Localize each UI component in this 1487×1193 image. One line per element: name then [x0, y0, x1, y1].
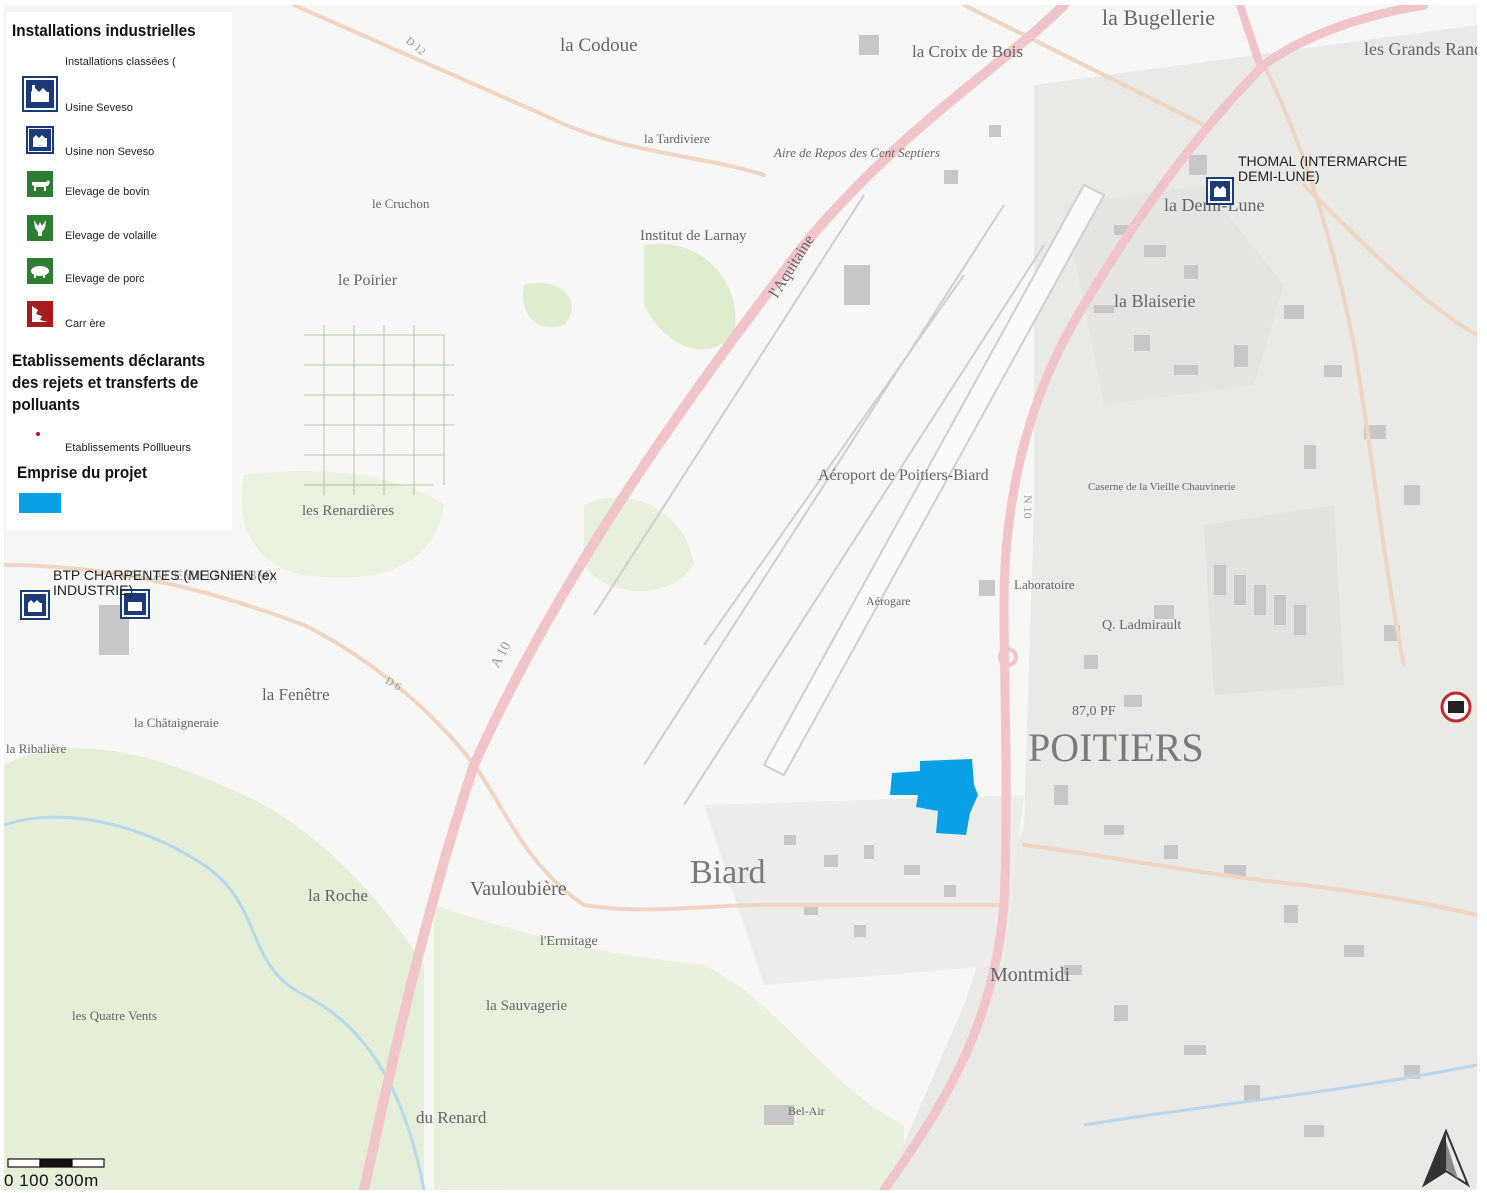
project-footprint[interactable]: [890, 759, 978, 835]
label-tardiviere: la Tardiviere: [644, 131, 710, 146]
legend-label-seveso: Usine Seveso: [65, 102, 133, 114]
label-blaiserie: la Blaiserie: [1114, 291, 1195, 311]
factory-marker-btp[interactable]: [20, 590, 50, 620]
label-chataigneraie: la Châtaigneraie: [134, 715, 219, 730]
poultry-icon: [27, 215, 53, 241]
pig-icon: [27, 258, 53, 284]
label-poirier: le Poirier: [338, 272, 398, 289]
field-grid: [304, 325, 454, 495]
label-ermitage: l'Ermitage: [540, 934, 598, 949]
legend-title-industrial: Installations industrielles: [12, 21, 196, 40]
label-n10: N 10: [1021, 495, 1035, 519]
legend-classified-label: Installations classées (: [65, 56, 176, 68]
legend-title-project: Emprise du projet: [17, 463, 148, 482]
label-montmidi: Montmidi: [990, 964, 1070, 986]
topographic-map[interactable]: la Bugellerie la Codoue la Croix de Bois…: [4, 5, 1477, 1190]
label-caserne: Caserne de la Vieille Chauvinerie: [1088, 481, 1236, 493]
label-bel-air: Bel-Air: [788, 1104, 825, 1118]
legend-title-polluters: Etablissements déclarants des rejets et …: [12, 351, 206, 414]
label-fenetre: la Fenêtre: [262, 685, 330, 704]
label-renardieres: les Renardières: [302, 503, 394, 519]
label-bugellerie: la Bugellerie: [1102, 5, 1215, 30]
seveso-factory-icon: [22, 76, 58, 112]
label-quatre-vents: les Quatre Vents: [72, 1008, 157, 1023]
cow-icon: [27, 171, 53, 197]
label-biard: Biard: [690, 854, 766, 891]
rivers: [4, 815, 1477, 1190]
factory-icon: [26, 126, 54, 154]
label-vauloubiere: Vauloubière: [470, 878, 567, 900]
label-roche: la Roche: [308, 886, 368, 905]
label-cruchon: le Cruchon: [372, 196, 430, 211]
legend-label-carriere: Carr ère: [65, 318, 106, 330]
factory-marker-vallat[interactable]: [120, 589, 150, 619]
label-laboratoire: Laboratoire: [1014, 577, 1075, 592]
label-pf: 87,0 PF: [1072, 704, 1116, 719]
label-grands-randeaux: les Grands Randeaux: [1364, 39, 1477, 59]
scale-bar: [7, 1158, 105, 1168]
legend-label-volaille: Elevage de volaille: [65, 230, 157, 242]
legend-label-polluters: Etablissements Polllueurs: [65, 442, 191, 454]
label-sauvagerie: la Sauvagerie: [486, 998, 568, 1014]
legend-label-non-seveso: Usine non Seveso: [65, 146, 155, 158]
main-roads: [359, 5, 1429, 1190]
vegetation-areas: [4, 243, 904, 1190]
map-legend: Installations industrielles Installation…: [6, 12, 232, 530]
site-label-btp: BTP CHARPENTES (MEGNIEN (ex INDUSTRIE): [53, 567, 277, 598]
site-label-vallat-ghost: VALLAT EMILLN SNBM): [120, 567, 274, 583]
label-aeroport: Aéroport de Poitiers-Biard: [818, 467, 989, 484]
project-swatch: [19, 493, 61, 513]
label-ladmirault: Q. Ladmirault: [1102, 618, 1181, 633]
legend-label-bovin: Elevage de bovin: [65, 186, 150, 198]
label-aerogare: Aérogare: [866, 594, 911, 608]
building-blocks: [99, 35, 1420, 1137]
label-codoue: la Codoue: [560, 35, 638, 56]
quarry-icon: [27, 301, 53, 327]
label-renard: du Renard: [416, 1108, 487, 1127]
label-aire-repos: Aire de Repos des Cent Septiers: [773, 145, 940, 160]
label-croix-bois: la Croix de Bois: [912, 42, 1023, 61]
label-ribaliere: la Ribalière: [6, 741, 67, 756]
label-poitiers: POITIERS: [1028, 725, 1204, 770]
label-institut: Institut de Larnay: [640, 228, 747, 244]
a10-motorway: [359, 5, 1069, 1190]
minor-roads: [4, 5, 1477, 917]
scale-label: 0 100 300m: [4, 1171, 99, 1190]
airport: [593, 183, 1106, 806]
factory-marker-thomal[interactable]: [1206, 177, 1234, 205]
quarry-marker-edge[interactable]: [1440, 691, 1472, 723]
site-label-thomal: THOMAL (INTERMARCHE DEMI-LUNE): [1238, 153, 1408, 184]
legend-label-porc: Elevage de porc: [65, 273, 145, 285]
north-arrow-icon: [1421, 1128, 1471, 1188]
polluter-dot-icon: [36, 432, 40, 436]
